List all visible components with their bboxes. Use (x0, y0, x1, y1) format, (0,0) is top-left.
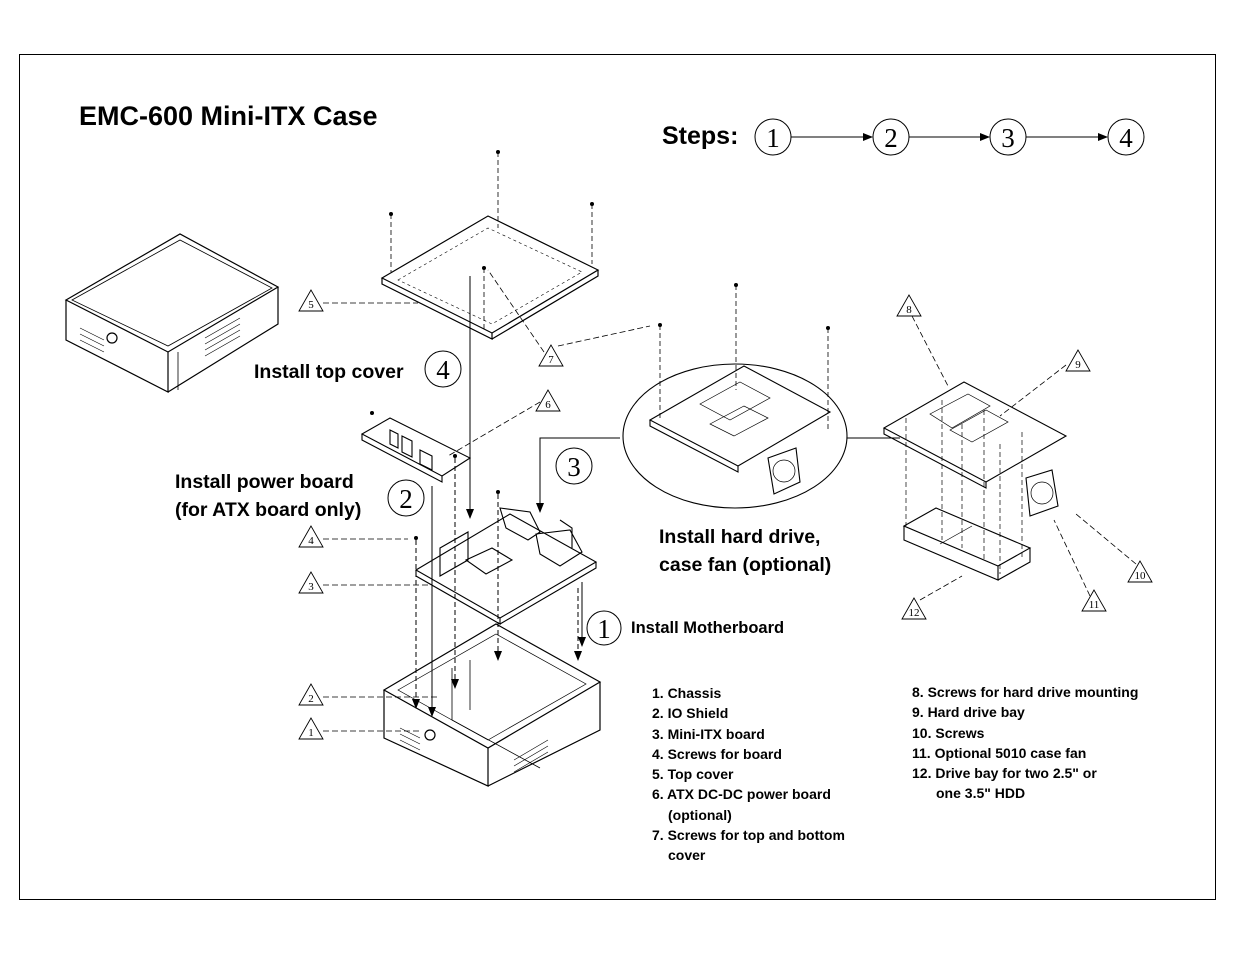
callout-number-3: 3 (308, 581, 314, 593)
callout-triangle-10 (1127, 560, 1153, 583)
callout-number-7: 7 (548, 354, 554, 366)
parts-list-item-continuation: one 3.5" HDD (936, 785, 1026, 802)
power-board-drawing (360, 417, 472, 483)
label-install-hard-drive: Install hard drive, case fan (optional) (659, 523, 831, 579)
callout-number-11: 11 (1089, 599, 1100, 611)
callout-number-2: 2 (308, 693, 314, 705)
callout-triangle-12 (901, 597, 927, 620)
callout-triangle-3 (298, 571, 324, 594)
parts-list-item: 10. Screws (912, 724, 985, 741)
hard-drive-step-number: 3 (567, 452, 581, 482)
assembly-arrows (412, 276, 620, 717)
callout-number-1: 1 (308, 727, 314, 739)
page-title: EMC-600 Mini-ITX Case (79, 101, 378, 131)
parts-list-item: 11. Optional 5010 case fan (912, 744, 1087, 761)
callout-number-5: 5 (308, 299, 314, 311)
parts-list-item: 5. Top cover (652, 766, 734, 783)
steps-sequence (754, 118, 1145, 156)
top-cover-step-number: 4 (436, 355, 450, 385)
parts-list-item-continuation: cover (668, 847, 706, 864)
step-number-2: 2 (884, 123, 898, 153)
motherboard-step-number: 1 (597, 614, 611, 644)
callout-number-8: 8 (906, 304, 912, 316)
label-install-top-cover: Install top cover (254, 361, 404, 383)
parts-list-item-continuation: (optional) (668, 806, 732, 823)
steps-label: Steps: (662, 122, 739, 150)
callout-triangle-4 (298, 525, 324, 548)
callout-triangle-9 (1065, 349, 1091, 372)
step-circle-4 (1107, 118, 1145, 156)
callout-number-9: 9 (1075, 359, 1081, 371)
assembled-case-drawing (64, 233, 280, 393)
parts-list-item: 3. Mini-ITX board (652, 725, 765, 742)
callout-leader-lines (323, 269, 1137, 732)
step-number-3: 3 (1001, 123, 1015, 153)
callout-triangle-5 (298, 289, 324, 312)
parts-list-item: 6. ATX DC-DC power board (652, 786, 831, 803)
callout-triangle-2 (298, 683, 324, 706)
hard-drive-zoom-detail (622, 363, 900, 509)
hard-drive-bay-drawing (882, 381, 1068, 581)
power-board-step-number: 2 (399, 484, 413, 514)
parts-list-left: 1. Chassis 2. IO Shield 3. Mini-ITX boar… (652, 683, 845, 866)
chassis-drawing (382, 623, 602, 787)
screws (370, 150, 830, 540)
label-install-motherboard: Install Motherboard (631, 619, 785, 637)
drawing-frame (19, 54, 1216, 900)
parts-list-item: 2. IO Shield (652, 705, 729, 722)
step-number-4: 4 (1119, 123, 1133, 153)
callout-triangle-8 (896, 294, 922, 317)
callout-triangle-7 (538, 344, 564, 367)
label-install-power-board-line1: Install power board (175, 471, 354, 493)
label-install-hard-drive-line2: case fan (optional) (659, 554, 832, 576)
screw-axis-lines (390, 152, 829, 430)
parts-list-item: 4. Screws for board (652, 745, 782, 762)
parts-list-item: 9. Hard drive bay (912, 704, 1025, 721)
parts-list-item: 1. Chassis (652, 685, 722, 701)
triangle-callouts (298, 289, 1153, 740)
parts-list-right: 8. Screws for hard drive mounting 9. Har… (912, 682, 1138, 804)
callout-triangle-1 (298, 717, 324, 740)
callout-number-12: 12 (909, 607, 920, 619)
parts-list-item: 8. Screws for hard drive mounting (912, 684, 1139, 700)
parts-list-item: 12. Drive bay for two 2.5" or (912, 765, 1097, 782)
label-install-hard-drive-line1: Install hard drive, (659, 526, 821, 548)
callout-number-10: 10 (1135, 570, 1147, 582)
step-number-1: 1 (766, 123, 780, 153)
motherboard-drawing (414, 507, 598, 625)
hard-drive-bay-axis-lines (905, 400, 1023, 574)
top-cover-drawing (380, 215, 600, 340)
callout-number-6: 6 (545, 399, 551, 411)
step-label-circles (387, 350, 622, 646)
label-install-power-board-line2: (for ATX board only) (175, 499, 362, 521)
callout-triangle-6 (535, 389, 561, 412)
label-install-power-board: Install power board (for ATX board only) (175, 468, 361, 524)
parts-list-item: 7. Screws for top and bottom (652, 827, 845, 844)
callout-number-4: 4 (308, 535, 314, 547)
callout-triangle-11 (1081, 589, 1107, 612)
